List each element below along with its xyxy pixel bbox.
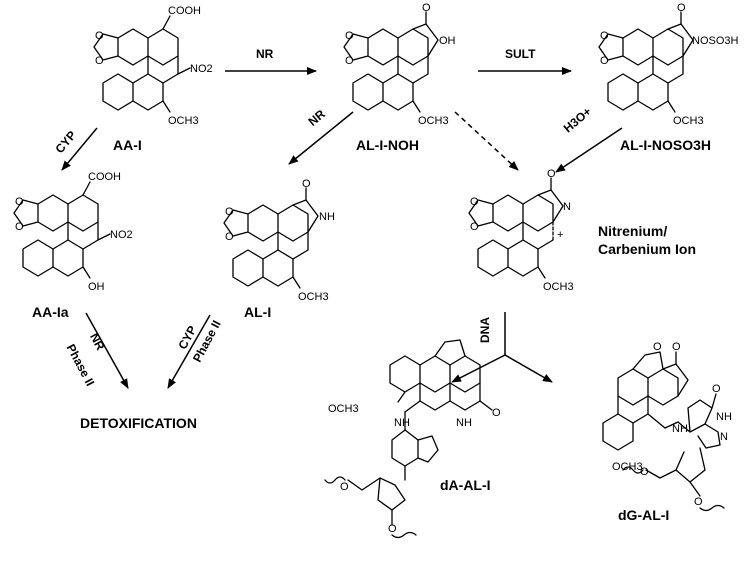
o-atom: O	[345, 55, 354, 67]
label-aa-i: AA-I	[113, 137, 142, 153]
structure-aa-i: O O COOH NO2 OCH3	[93, 5, 213, 127]
och3-group: OCH3	[168, 115, 199, 127]
o-atom: O	[340, 481, 349, 493]
enzyme-cyp-left: CYP	[52, 128, 79, 156]
o-atom: O	[547, 168, 556, 180]
o-atom: O	[640, 466, 649, 478]
arrow-noh-to-ali	[288, 111, 354, 165]
o-atom: O	[345, 30, 354, 42]
structure-al-i-noh: O O O OH OCH3	[343, 2, 456, 127]
o-atom: O	[492, 407, 501, 419]
n-atom: N	[720, 431, 728, 443]
o-atom: O	[677, 2, 686, 14]
enzyme-nr-top: NR	[256, 47, 274, 61]
o-atom: O	[600, 55, 609, 67]
cooh-group: COOH	[168, 5, 201, 17]
arrow-aa-to-aaia	[61, 127, 98, 171]
enzyme-nr-mid: NR	[306, 107, 329, 129]
no2-group: NO2	[110, 229, 133, 241]
o-atom: O	[225, 206, 234, 218]
nh-group: NH	[319, 211, 335, 223]
o-atom: O	[470, 196, 479, 208]
o-atom: O	[388, 523, 397, 535]
arrow-ali-to-detox	[167, 314, 211, 389]
label-da-al-i: dA-AL-I	[440, 477, 491, 493]
o-atom: O	[470, 221, 479, 233]
enzyme-h3o: H3O+	[561, 104, 594, 135]
label-aa-ia: AA-Ia	[32, 304, 69, 320]
o-atom: O	[712, 383, 721, 395]
n-atom: N	[563, 201, 571, 213]
plus-charge: +	[557, 229, 563, 241]
structure-al-i-noso3h: O O O NOSO3H OCH3	[598, 2, 739, 127]
enzyme-dna: DNA	[478, 317, 492, 343]
o-atom: O	[95, 30, 104, 42]
label-detoxification: DETOXIFICATION	[80, 415, 197, 431]
cooh-group: COOH	[88, 171, 121, 183]
noso3h-group: NOSO3H	[692, 35, 739, 47]
nh-group: NH	[672, 423, 688, 435]
o-atom: O	[15, 221, 24, 233]
och3-group: OCH3	[298, 291, 329, 303]
label-al-i: AL-I	[244, 304, 271, 320]
arrow-noso3h-to-nitrenium	[555, 127, 623, 173]
label-dg-al-i: dG-AL-I	[618, 507, 669, 523]
o-atom: O	[15, 196, 24, 208]
arrow-to-da-adduct	[451, 354, 506, 383]
och3-group: OCH3	[328, 403, 359, 415]
enzyme-phase2-left: Phase II	[64, 342, 98, 389]
label-nitrenium-line1: Nitrenium/	[598, 223, 667, 239]
arrow-to-dg-adduct	[504, 354, 553, 383]
arrow-aaia-to-detox	[85, 312, 129, 389]
label-al-i-noso3h: AL-I-NOSO3H	[620, 137, 711, 153]
nh-group: NH	[394, 417, 410, 429]
structure-dg-al-i: O O O NH NH N OCH3 O O	[602, 341, 732, 512]
nh-group: NH	[456, 417, 472, 429]
o-atom: O	[225, 231, 234, 243]
och3-group: OCH3	[612, 461, 643, 473]
och3-group: OCH3	[543, 281, 574, 293]
o-atom: O	[422, 2, 431, 14]
structure-da-al-i: OCH3 NH O NH O O	[324, 339, 501, 539]
no2-group: NO2	[190, 63, 213, 75]
o-atom: O	[672, 341, 681, 353]
nh-group: NH	[716, 411, 732, 423]
structure-aa-ia: O O COOH NO2 OH	[13, 171, 133, 293]
o-atom: O	[95, 55, 104, 67]
o-atom: O	[653, 341, 662, 353]
enzyme-sult: SULT	[505, 47, 536, 61]
och3-group: OCH3	[673, 115, 704, 127]
o-atom: O	[302, 178, 311, 190]
arrow-noh-to-nitrenium	[454, 111, 519, 171]
oh-group: OH	[88, 281, 105, 293]
och3-group: OCH3	[418, 115, 449, 127]
enzyme-nr-bottom: NR	[87, 331, 108, 353]
structure-al-i: O O O NH OCH3	[223, 178, 335, 303]
o-atom: O	[600, 30, 609, 42]
o-atom: O	[694, 496, 703, 508]
noh-group: OH	[439, 35, 456, 47]
label-al-i-noh: AL-I-NOH	[356, 137, 419, 153]
structure-nitrenium-ion: O O O N + OCH3	[468, 168, 574, 293]
label-nitrenium-line2: Carbenium Ion	[598, 241, 696, 257]
